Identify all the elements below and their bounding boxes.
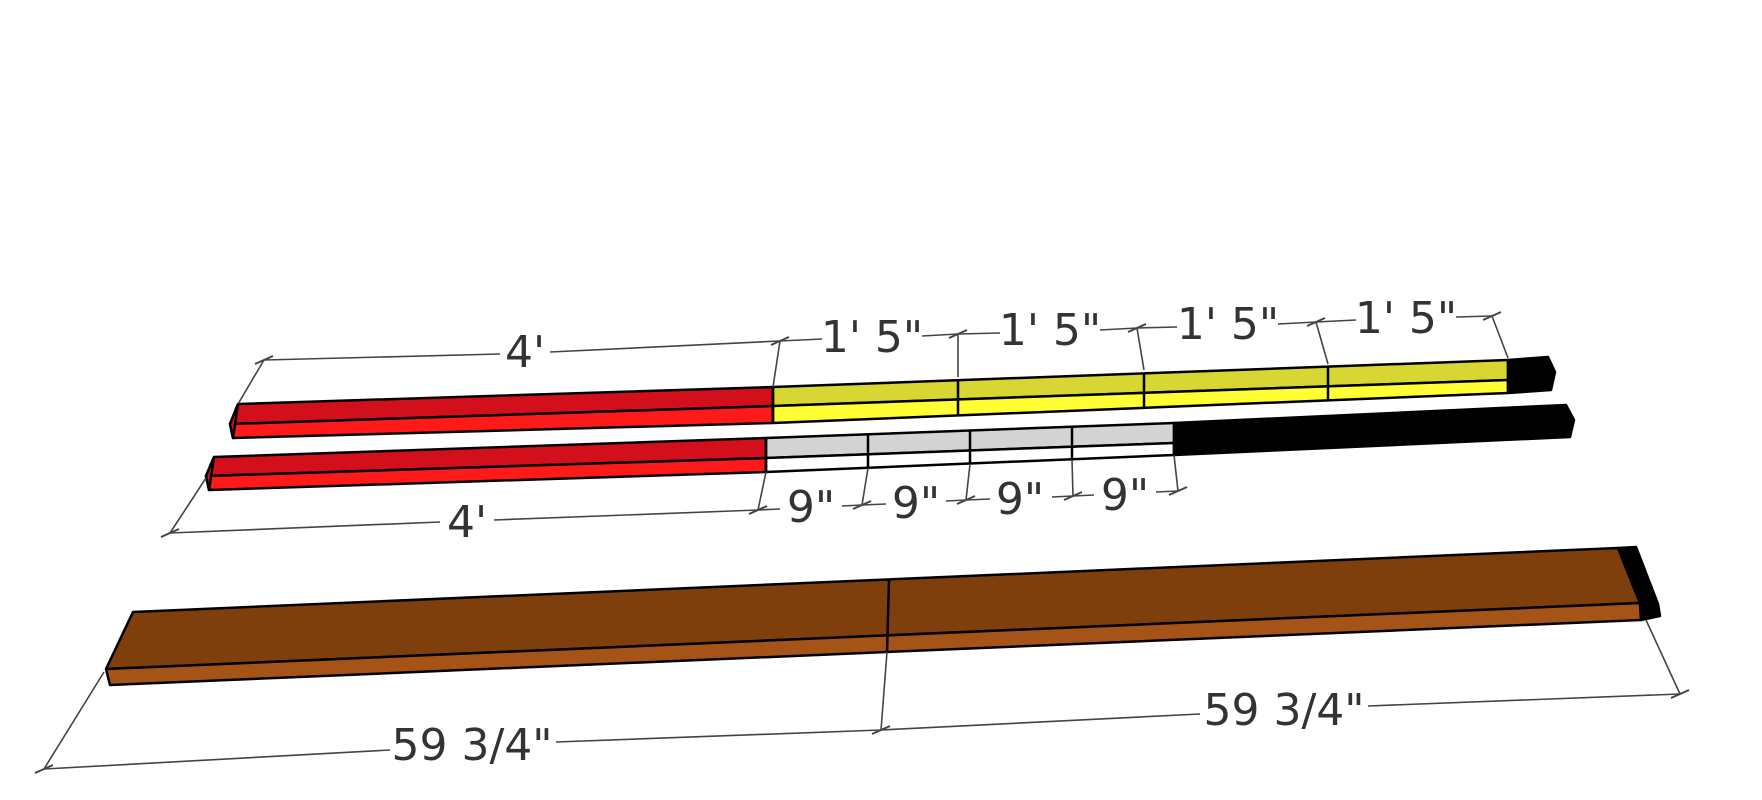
board-middle-waste	[1172, 403, 1576, 457]
dimensions-middle: 4' 9" 9" 9" 9"	[160, 454, 1188, 548]
board-top	[228, 355, 1557, 440]
board-top-waste	[1506, 355, 1557, 395]
dim-top-yellow-2-length: 1' 5"	[999, 305, 1101, 356]
board-top-red-end-face	[228, 402, 240, 440]
dim-bottom-right-length: 59 3/4"	[1203, 685, 1364, 736]
dim-top-yellow-1-length: 1' 5"	[821, 312, 923, 363]
board-middle-red-end-face	[204, 455, 216, 492]
dim-top-yellow-3-length: 1' 5"	[1177, 299, 1279, 350]
dim-middle-gray-3-length: 9"	[996, 474, 1044, 525]
dim-top-yellow-4-length: 1' 5"	[1355, 293, 1457, 344]
board-bottom	[104, 545, 1662, 687]
dim-middle-gray-4-length: 9"	[1101, 470, 1149, 521]
board-middle	[204, 403, 1576, 492]
dimensions-bottom: 59 3/4" 59 3/4"	[34, 619, 1690, 774]
board-bottom-waste	[1616, 545, 1662, 622]
dim-bottom-left-length: 59 3/4"	[391, 720, 552, 771]
dim-middle-gray-1-length: 9"	[787, 482, 835, 533]
dimensions-top: 4' 1' 5" 1' 5" 1' 5" 1' 5"	[237, 293, 1509, 405]
dim-top-red-length: 4'	[505, 327, 545, 378]
board-bottom-cut-1	[885, 579, 891, 653]
dim-middle-gray-2-length: 9"	[892, 478, 940, 529]
dim-middle-red-length: 4'	[447, 497, 487, 548]
